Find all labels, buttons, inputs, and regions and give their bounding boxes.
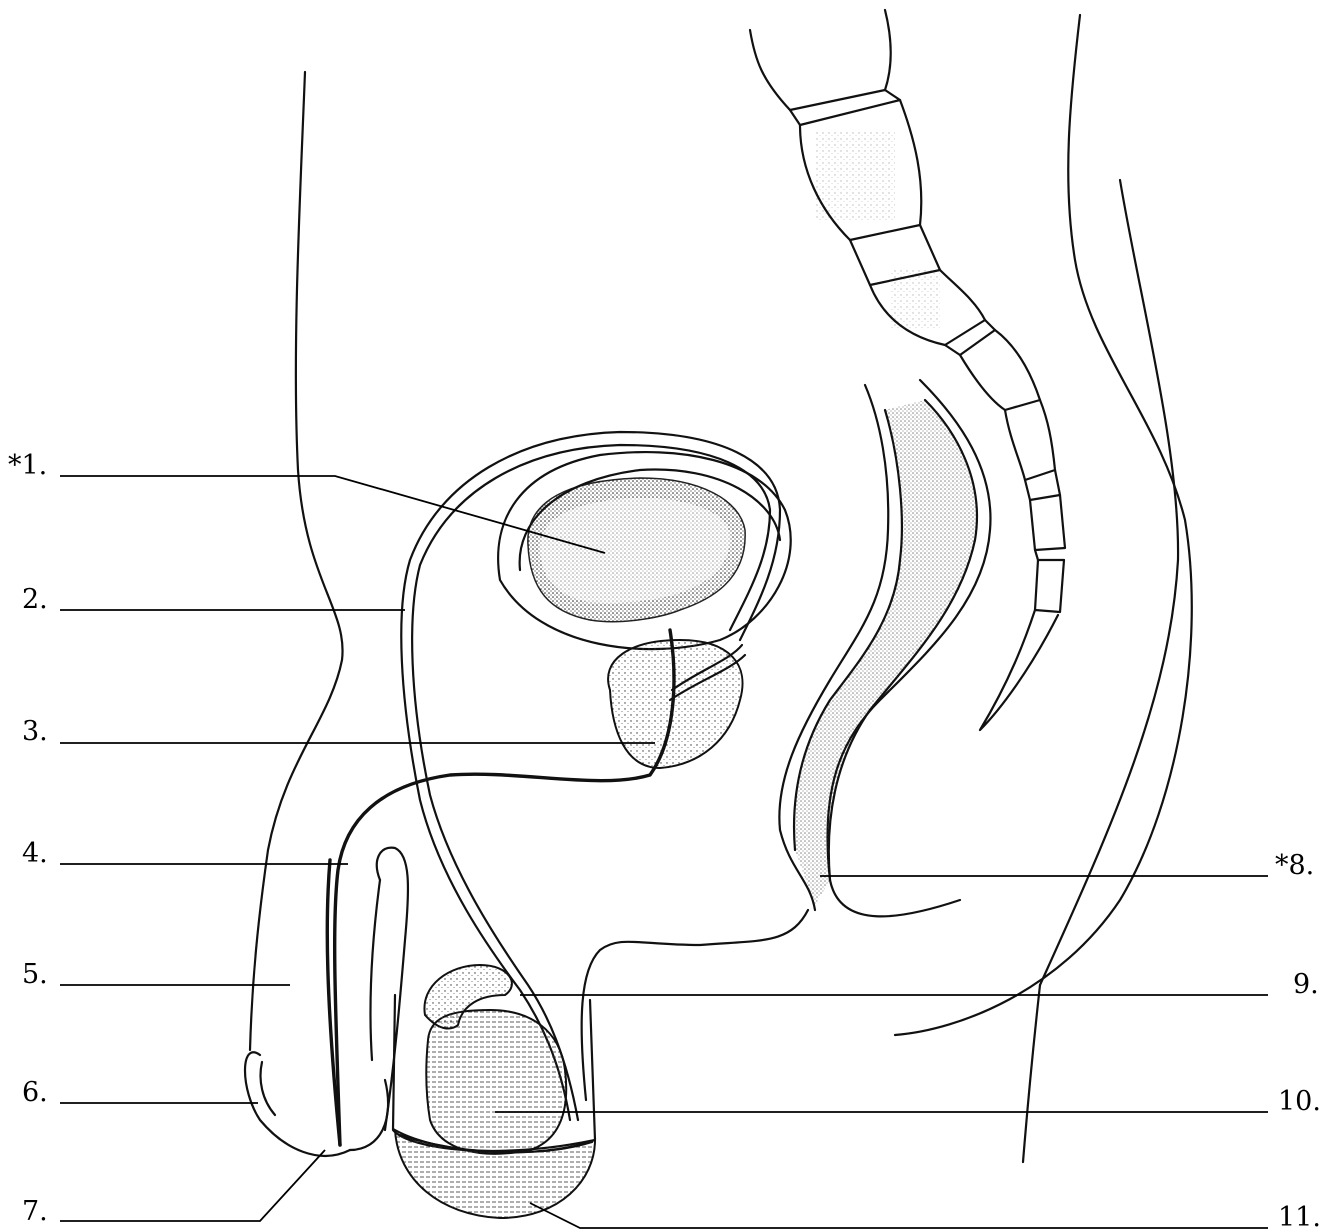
leader-7: [60, 1150, 325, 1221]
penis: [245, 848, 408, 1156]
label-6: 6.: [22, 1077, 48, 1108]
label-2: 2.: [22, 584, 48, 615]
label-9: 9.: [1293, 969, 1319, 1000]
urinary-bladder: [498, 452, 791, 649]
prostate-region: [608, 640, 745, 768]
label-10: 10.: [1278, 1086, 1321, 1117]
leg-line: [1023, 985, 1040, 1162]
label-8: *8.: [1275, 850, 1314, 881]
leader-11: [530, 1203, 1268, 1228]
label-5: 5.: [22, 959, 48, 990]
inner-back-curve: [1040, 180, 1178, 985]
perineum-outline: [582, 910, 808, 1100]
label-7: 7.: [22, 1196, 48, 1227]
label-4: 4.: [22, 838, 48, 869]
testis: [393, 965, 595, 1218]
rectum: [779, 380, 990, 916]
label-3: 3.: [22, 716, 48, 747]
label-11: 11.: [1278, 1202, 1321, 1232]
label-1: *1.: [8, 450, 47, 481]
